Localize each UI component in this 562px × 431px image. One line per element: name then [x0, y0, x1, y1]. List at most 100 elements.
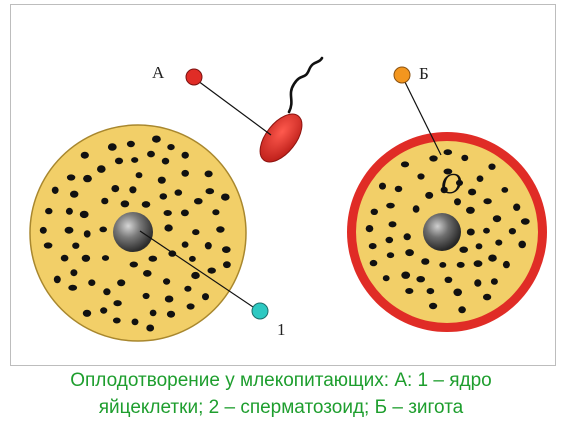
yolk-granule [88, 279, 95, 286]
yolk-granule [132, 319, 139, 326]
yolk-granule [83, 175, 92, 182]
yolk-granule [101, 198, 108, 205]
yolk-granule [143, 270, 152, 277]
yolk-granule [466, 207, 475, 214]
yolk-granule [488, 255, 497, 262]
yolk-granule [202, 293, 209, 300]
yolk-granule [80, 211, 89, 218]
yolk-granule [366, 225, 374, 232]
yolk-granule [477, 175, 484, 182]
yolk-granule [521, 218, 530, 224]
yolk-granule [147, 151, 155, 158]
yolk-granule [468, 189, 476, 196]
yolk-granule [429, 155, 437, 161]
yolk-granule [113, 318, 121, 324]
yolk-granule [187, 303, 195, 309]
yolk-granule [164, 224, 172, 231]
yolk-granule [158, 177, 166, 184]
yolk-granule [501, 187, 508, 193]
yolk-granule [142, 201, 151, 208]
yolk-granule [192, 229, 199, 235]
yolk-granule [83, 310, 91, 317]
yolk-granule [221, 194, 230, 201]
yolk-granule [163, 278, 170, 284]
yolk-granule [459, 247, 468, 253]
yolk-granule [205, 242, 212, 249]
fertilization-diagram: А Б 1 O [0, 0, 562, 368]
yolk-granule [97, 165, 106, 173]
yolk-granule [429, 303, 437, 309]
yolk-granule [184, 286, 191, 292]
yolk-granule [444, 149, 453, 155]
yolk-granule [164, 210, 172, 216]
yolk-granule [476, 243, 483, 249]
yolk-granule [386, 203, 395, 209]
yolk-granule [189, 256, 196, 262]
yolk-granule [54, 276, 61, 284]
zygote-cell [347, 132, 547, 332]
yolk-granule [162, 158, 169, 165]
yolk-granule [222, 246, 231, 253]
yolk-granule [495, 240, 502, 246]
marker-b [394, 67, 410, 83]
yolk-granule [474, 279, 481, 286]
sperm-cell [252, 58, 322, 169]
yolk-granule [70, 191, 78, 198]
yolk-granule [130, 262, 138, 268]
yolk-granule [72, 243, 79, 249]
pointer-line-a [194, 78, 271, 135]
yolk-granule [503, 261, 510, 268]
marker-a [186, 69, 202, 85]
yolk-granule [206, 188, 215, 194]
yolk-granule [44, 242, 53, 248]
yolk-granule [40, 227, 47, 234]
yolk-granule [509, 228, 516, 234]
yolk-granule [417, 173, 424, 179]
yolk-granule [212, 209, 219, 215]
yolk-granule [182, 152, 189, 159]
yolk-granule [457, 262, 465, 268]
yolk-granule [102, 255, 109, 261]
yolk-granule [152, 136, 161, 143]
yolk-granule [191, 272, 200, 279]
yolk-granule [100, 307, 107, 313]
yolk-granule [136, 172, 143, 178]
yolk-granule [413, 205, 420, 212]
yolk-granule [81, 152, 89, 159]
yolk-granule [453, 289, 462, 297]
label-1: 1 [277, 320, 286, 339]
yolk-granule [82, 255, 90, 262]
yolk-granule [146, 325, 154, 332]
yolk-granule [445, 277, 453, 283]
yolk-granule [467, 229, 475, 236]
sperm-head [252, 107, 310, 170]
yolk-granule [483, 228, 490, 234]
yolk-granule [518, 241, 526, 249]
yolk-granule [65, 227, 74, 234]
yolk-granule [182, 241, 189, 247]
yolk-granule [513, 204, 520, 211]
yolk-granule [216, 226, 224, 232]
yolk-granule [113, 300, 121, 306]
yolk-granule [111, 185, 119, 192]
yolk-granule [370, 260, 378, 266]
yolk-granule [67, 174, 75, 180]
yolk-granule [150, 310, 157, 317]
yolk-granule [99, 227, 107, 233]
yolk-granule [387, 252, 394, 258]
yolk-granule [405, 249, 414, 256]
yolk-granule [149, 256, 158, 262]
yolk-granule [401, 272, 410, 279]
yolk-granule [416, 276, 425, 282]
yolk-granule [474, 260, 483, 267]
caption-line-1: Оплодотворение у млекопитающих: А: 1 – я… [0, 369, 562, 393]
yolk-granule [121, 200, 130, 207]
yolk-granule [181, 210, 189, 217]
yolk-granule [461, 155, 468, 161]
yolk-granule [439, 262, 446, 268]
yolk-granule [115, 158, 123, 165]
yolk-granule [369, 243, 377, 249]
yolk-granule [84, 230, 91, 237]
yolk-granule [379, 183, 386, 190]
yolk-granule [167, 311, 175, 318]
